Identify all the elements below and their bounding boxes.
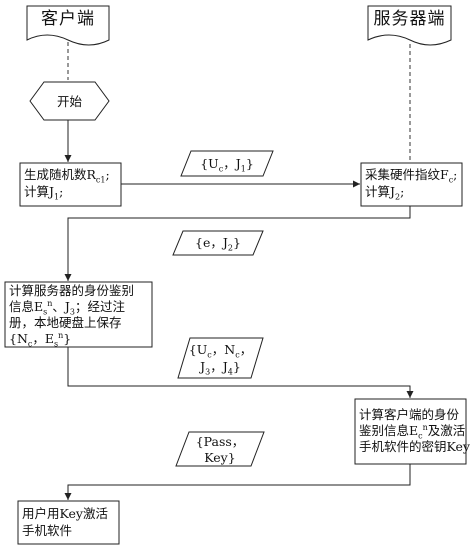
message-3-shape <box>177 337 264 379</box>
arrow-server2-to-client3 <box>64 464 411 500</box>
client-step2-line3: 册，本地硬盘上保存 <box>9 315 122 330</box>
client-step3-box <box>17 500 120 545</box>
server-step2-line1: 计算客户端的身份 <box>359 407 460 422</box>
server-step1-line2: 计算J2; <box>365 184 405 202</box>
start-label: 开始 <box>56 94 82 109</box>
arrow-client2-to-server2 <box>67 347 414 398</box>
client-step2-line2: 信息Esn、J3；经过注 <box>9 298 126 317</box>
client-step2-line1: 计算服务器的身份鉴别 <box>9 283 135 298</box>
client-step1-text: 生成随机数Rc1; 计算J1; <box>24 166 110 202</box>
message-4-line1: {Pass， <box>195 434 245 449</box>
message-1-text: {Uc，J1} <box>200 156 254 174</box>
server-step1-line1: 采集硬件指纹Fc; <box>365 167 458 185</box>
client-header: 客户端 <box>41 9 95 29</box>
client-step3-line2: 手机软件 <box>22 523 73 538</box>
message-3-line2: J3，J4} <box>200 359 241 377</box>
client-step2-box <box>4 281 153 348</box>
server-step2-line2: 鉴别信息Ecn及激活 <box>359 422 466 441</box>
client-step1-line1: 生成随机数Rc1; <box>24 167 110 185</box>
message-2-shape <box>172 230 264 256</box>
client-step2-text: 计算服务器的身份鉴别 信息Esn、J3；经过注 册，本地硬盘上保存 {Nc，Es… <box>9 283 135 349</box>
message-4-text: {Pass， Key} <box>176 434 264 466</box>
server-step2-box <box>354 398 467 465</box>
start-shape <box>29 81 110 121</box>
message-4-line2: Key} <box>204 450 236 465</box>
message-3-text: {Uc，Nc， J3，J4} <box>178 341 263 377</box>
server-step2-text: 计算客户端的身份 鉴别信息Ecn及激活 手机软件的密钥Key <box>359 407 470 455</box>
server-step2-line3: 手机软件的密钥Key <box>359 439 470 454</box>
message-4-shape <box>175 431 265 467</box>
message-2-text: {e，J2} <box>195 235 241 253</box>
client-step3-text: 用户用Key激活 手机软件 <box>22 505 108 539</box>
client-step1-line2: 计算J1; <box>24 184 64 202</box>
message-1-shape <box>180 150 274 177</box>
server-header: 服务器端 <box>373 9 446 29</box>
server-step1-text: 采集硬件指纹Fc; 计算J2; <box>365 166 458 202</box>
client-step2-line4: {Nc，Esn} <box>9 330 72 349</box>
arrow-server1-to-client2 <box>64 206 411 281</box>
server-header-shape <box>367 5 452 46</box>
server-step1-box <box>360 162 463 207</box>
client-step3-line1: 用户用Key激活 <box>22 506 108 521</box>
client-header-shape <box>26 5 110 46</box>
message-3-line1: {Uc，Nc， <box>188 342 253 360</box>
